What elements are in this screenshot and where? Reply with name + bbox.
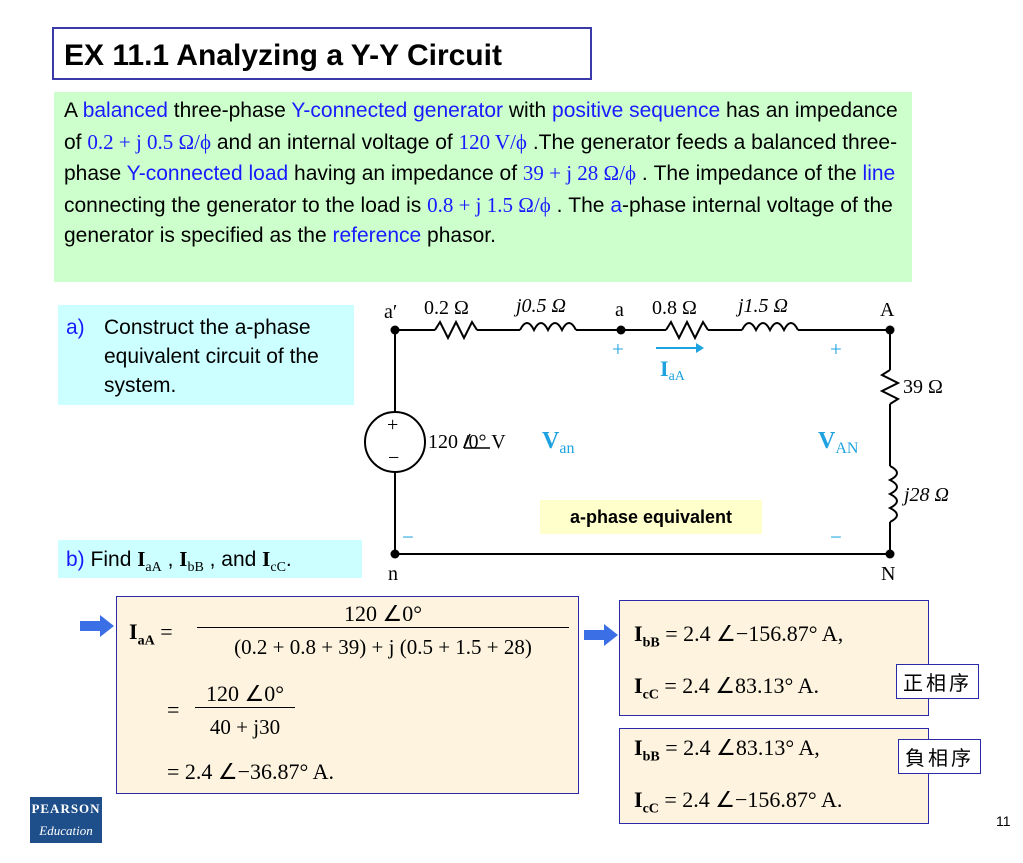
- keyword: line: [862, 162, 896, 185]
- gen-reactance-label: j0.5 Ω: [513, 295, 566, 317]
- node-dot: [885, 325, 895, 335]
- logo-line1: PEARSON: [31, 801, 101, 816]
- keyword: Y-connected generator: [291, 99, 504, 122]
- line-reactance-label: j1.5 Ω: [735, 295, 788, 317]
- current-symbol: I: [137, 547, 146, 571]
- problem-text: phasor.: [421, 224, 496, 247]
- problem-text: and an internal voltage of: [211, 130, 459, 154]
- equivalent-caption: a-phase equivalent: [540, 500, 762, 534]
- math-value: 120 V/ϕ: [458, 129, 527, 154]
- separator: , and: [203, 548, 263, 571]
- inductor-line: [741, 322, 799, 333]
- separator: ,: [161, 548, 180, 571]
- question-a-label: a): [66, 316, 85, 339]
- resistor-load: [879, 369, 901, 405]
- inductor-gen: [519, 322, 577, 333]
- angle-slash: [463, 433, 471, 449]
- fraction-denominator: 40 + j30: [209, 715, 281, 739]
- problem-text: .The generator feeds a balanced three-ph…: [64, 130, 898, 186]
- problem-text: has an impedance of: [64, 99, 898, 154]
- period: .: [285, 548, 292, 571]
- keyword: Y-connected load: [126, 162, 289, 185]
- node-dot: [390, 325, 400, 335]
- right-arrow-icon: [80, 615, 114, 637]
- node-label: N: [881, 563, 895, 585]
- current-calculation: IaA = 120 ∠0° (0.2 + 0.8 + 39) + j (0.5 …: [116, 596, 579, 794]
- fraction-numerator: 120 ∠0°: [197, 601, 569, 628]
- keyword: balanced: [82, 99, 168, 122]
- math-value: 39 + j 28 Ω/ϕ: [522, 161, 637, 185]
- node-dot: [885, 549, 895, 559]
- current-symbol: I: [179, 547, 188, 571]
- problem-statement: A balanced three-phase Y-connected gener…: [54, 92, 912, 282]
- math-value: 0.8 + j 1.5 Ω/ϕ: [427, 192, 551, 217]
- pearson-logo: PEARSON Education: [30, 797, 102, 843]
- problem-text: connecting the generator to the load is: [64, 193, 428, 217]
- resistor-gen: [434, 319, 478, 341]
- polarity-minus: −: [830, 525, 842, 549]
- load-resistance-label: 39 Ω: [903, 376, 943, 398]
- node-label: A: [880, 299, 895, 321]
- equation-lhs: IaA =: [129, 619, 173, 649]
- question-a-text: Construct the a-phase equivalent circuit…: [104, 316, 319, 397]
- node-label: a: [615, 299, 624, 321]
- keyword: a: [610, 193, 622, 217]
- positive-sequence-tag: 正相序: [896, 664, 979, 699]
- result-line: IbB = 2.4 ∠83.13° A,: [634, 735, 820, 765]
- negative-sequence-tag: 負相序: [898, 739, 981, 774]
- resistor-line: [665, 319, 709, 341]
- slide-title: EX 11.1 Analyzing a Y-Y Circuit: [52, 27, 592, 80]
- inductor-load: [887, 465, 898, 523]
- problem-text: . The: [550, 193, 611, 217]
- voltage-van-label: Van: [542, 428, 574, 457]
- question-a: a) Construct the a-phase equivalent circ…: [58, 305, 354, 405]
- current-subscript: cC: [270, 560, 286, 576]
- problem-text: -phase internal voltage of the generator…: [64, 193, 893, 248]
- right-arrow-icon: [584, 624, 618, 646]
- problem-text: having an impedance of: [288, 162, 523, 185]
- node-label: n: [388, 563, 398, 585]
- keyword: reference: [332, 224, 422, 247]
- arrow-head-icon: [696, 343, 704, 353]
- polarity-plus: +: [612, 337, 624, 361]
- line-resistance-label: 0.8 Ω: [652, 297, 697, 319]
- problem-text: three-phase: [167, 99, 292, 122]
- result-value: = 2.4 ∠−36.87° A.: [167, 759, 335, 784]
- current-symbol: I: [262, 547, 271, 571]
- gen-resistance-label: 0.2 Ω: [424, 297, 469, 319]
- keyword: positive sequence: [552, 99, 721, 122]
- result-line: IcC = 2.4 ∠83.13° A.: [634, 673, 819, 703]
- equals-sign: =: [167, 697, 180, 722]
- node-label: a′: [384, 301, 397, 323]
- positive-sequence-results: IbB = 2.4 ∠−156.87° A, IcC = 2.4 ∠83.13°…: [619, 600, 929, 716]
- source-plus-sign: +: [387, 414, 398, 436]
- polarity-plus: +: [830, 337, 842, 361]
- result-line: IcC = 2.4 ∠−156.87° A.: [634, 787, 843, 817]
- problem-text: with: [503, 99, 553, 122]
- problem-text: A: [64, 99, 83, 122]
- polarity-minus: −: [402, 525, 414, 549]
- node-dot: [390, 549, 400, 559]
- fraction-denominator: (0.2 + 0.8 + 39) + j (0.5 + 1.5 + 28): [234, 635, 532, 659]
- fraction-numerator: 120 ∠0°: [195, 681, 295, 708]
- node-dot: [616, 325, 626, 335]
- source-minus-sign: −: [388, 447, 399, 469]
- question-b-label: b): [66, 548, 85, 571]
- page-number: 11: [996, 813, 1011, 829]
- logo-line2: Education: [39, 823, 93, 838]
- question-b: b) Find IaA , IbB , and IcC.: [58, 540, 362, 578]
- load-reactance-label: j28 Ω: [901, 484, 949, 506]
- result-line: IbB = 2.4 ∠−156.87° A,: [634, 621, 844, 651]
- voltage-vAN-label: VAN: [818, 428, 859, 457]
- math-value: 0.2 + j 0.5 Ω/ϕ: [87, 129, 212, 154]
- circuit-diagram: a′ 0.2 Ω j0.5 Ω a 0.8 Ω j1.5 Ω A 39 Ω j2…: [364, 295, 949, 585]
- current-subscript: bB: [187, 560, 204, 576]
- question-b-find: Find: [90, 548, 138, 571]
- negative-sequence-results: IbB = 2.4 ∠83.13° A, IcC = 2.4 ∠−156.87°…: [619, 728, 929, 824]
- source-voltage-label: 120 /0° V: [428, 431, 506, 453]
- current-label: IaA: [660, 356, 686, 384]
- current-subscript: aA: [145, 560, 162, 576]
- problem-text: . The impedance of the: [636, 162, 863, 185]
